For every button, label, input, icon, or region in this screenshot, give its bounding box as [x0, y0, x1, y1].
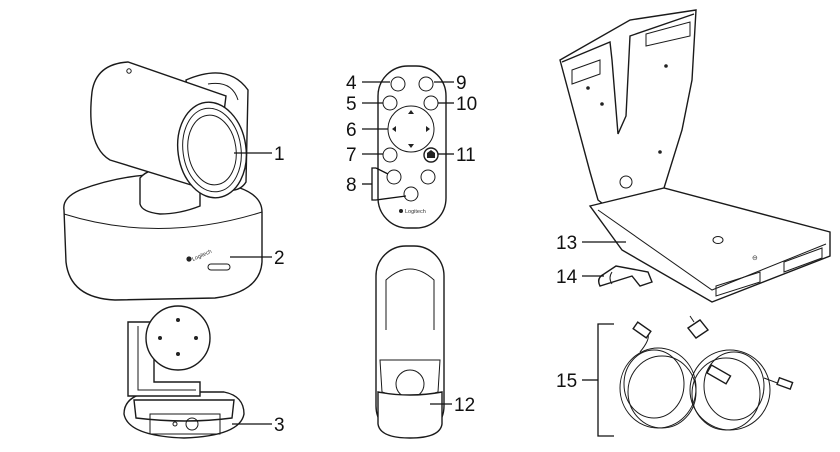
- callout-9: 9: [456, 73, 467, 94]
- callout-11: 11: [456, 145, 476, 166]
- callout-lines: [230, 81, 626, 437]
- remote-control: Logitech: [377, 65, 447, 229]
- mounting-bracket: ⊖: [559, 9, 831, 303]
- callout-5: 5: [346, 94, 357, 115]
- cables: [619, 315, 794, 431]
- remote-logo: Logitech: [399, 209, 426, 215]
- callout-numbers: 1 2 3 4 5 6 7 8 9 10 11 12 13 14 15: [274, 73, 578, 436]
- callout-1: 1: [274, 144, 285, 165]
- callout-4: 4: [346, 73, 357, 94]
- callout-15: 15: [556, 371, 577, 392]
- callout-3: 3: [274, 415, 285, 436]
- callout-12: 12: [454, 395, 475, 416]
- svg-text:⊖: ⊖: [752, 255, 758, 262]
- callout-13: 13: [556, 233, 577, 254]
- camera-rear: [123, 305, 245, 439]
- callout-8: 8: [346, 175, 357, 196]
- remote-button-7: [382, 147, 398, 163]
- callout-14: 14: [556, 267, 578, 288]
- camera-front: Logitech: [63, 61, 263, 301]
- callout-10: 10: [456, 94, 477, 115]
- callout-2: 2: [274, 248, 285, 269]
- callout-6: 6: [346, 120, 357, 141]
- remote-button-4: [390, 76, 406, 92]
- remote-back: [375, 245, 445, 439]
- svg-text:Logitech: Logitech: [405, 209, 426, 215]
- remote-button-9: [418, 76, 434, 92]
- callout-7: 7: [346, 145, 357, 166]
- cable-clip: [597, 265, 653, 287]
